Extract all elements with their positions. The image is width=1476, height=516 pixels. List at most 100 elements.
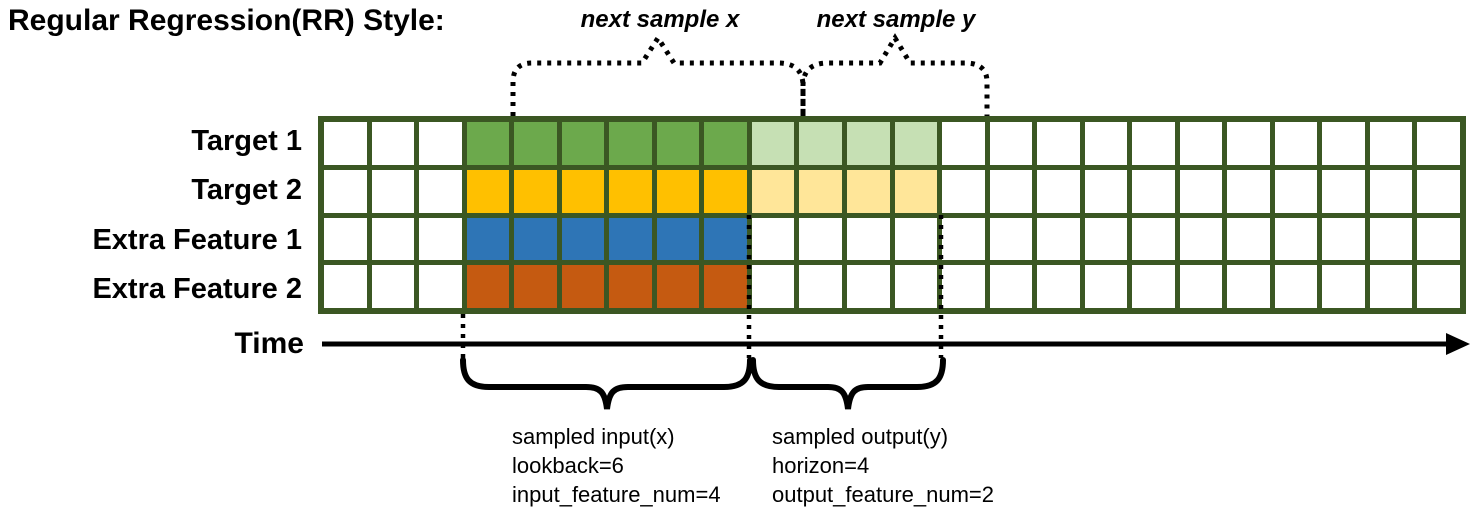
grid-cell	[1417, 265, 1460, 308]
grid-cell	[419, 122, 462, 165]
grid-cell	[1369, 169, 1413, 213]
grid-cell	[371, 169, 415, 213]
sample-grid	[318, 116, 1466, 314]
grid-cell	[942, 265, 985, 308]
grid-cell	[1274, 169, 1318, 213]
grid-cell	[1084, 265, 1128, 308]
grid-cell	[1037, 265, 1080, 308]
grid-cell	[466, 169, 510, 213]
row-label: Target 1	[191, 124, 302, 157]
grid-cell	[799, 265, 842, 308]
grid-cell	[656, 217, 700, 261]
next-sample-x-label: next sample x	[580, 6, 740, 33]
grid-cell	[846, 217, 890, 261]
grid-cell	[704, 169, 747, 213]
grid-cell	[894, 122, 938, 165]
grid-cell	[1037, 169, 1080, 213]
row-label: Extra Feature 2	[92, 273, 302, 306]
output-feature-num-value: output_feature_num=2	[772, 482, 995, 507]
grid-cell	[514, 122, 557, 165]
grid-cell	[1179, 122, 1223, 165]
grid-cell	[989, 169, 1033, 213]
grid-cell	[1132, 122, 1175, 165]
next-sample-y-brace	[800, 33, 990, 116]
grid-cell	[1227, 122, 1270, 165]
grid-cell	[324, 122, 367, 165]
grid-cell	[324, 169, 367, 213]
grid-cell	[942, 169, 985, 213]
row-label: Extra Feature 1	[92, 223, 302, 256]
sampled-input-title: sampled input(x)	[512, 424, 675, 449]
grid-cell	[1179, 217, 1223, 261]
grid-cell	[1084, 217, 1128, 261]
grid-cell	[656, 122, 700, 165]
grid-cell	[419, 217, 462, 261]
grid-cell	[656, 265, 700, 308]
grid-cell	[514, 265, 557, 308]
grid-cell	[942, 217, 985, 261]
grid-cell	[1084, 122, 1128, 165]
grid-cell	[989, 122, 1033, 165]
grid-cell	[1274, 265, 1318, 308]
grid-cell	[846, 265, 890, 308]
grid-cell	[371, 122, 415, 165]
next-sample-y-label: next sample y	[816, 6, 976, 33]
grid-cell	[1132, 169, 1175, 213]
sampled-output-title: sampled output(y)	[772, 424, 949, 449]
grid-cell	[704, 217, 747, 261]
grid-cell	[751, 169, 795, 213]
grid-cell	[466, 122, 510, 165]
grid-cell	[324, 217, 367, 261]
grid-cell	[609, 265, 652, 308]
grid-cell	[1227, 169, 1270, 213]
grid-cell	[1274, 122, 1318, 165]
grid-cell	[656, 169, 700, 213]
grid-cell	[799, 122, 842, 165]
input-feature-num-value: input_feature_num=4	[512, 482, 721, 507]
grid-cell	[561, 265, 605, 308]
sampled-output-brace	[750, 357, 946, 410]
grid-cell	[1179, 169, 1223, 213]
grid-cell	[894, 217, 938, 261]
grid-cell	[609, 217, 652, 261]
grid-cell	[751, 122, 795, 165]
grid-cell	[1322, 122, 1365, 165]
grid-cell	[419, 169, 462, 213]
time-axis-arrow-head	[1446, 333, 1470, 355]
grid-cell	[1274, 217, 1318, 261]
grid-cell	[561, 217, 605, 261]
grid-cell	[799, 169, 842, 213]
lookback-value: lookback=6	[512, 453, 624, 478]
grid-cell	[894, 169, 938, 213]
grid-cell	[894, 265, 938, 308]
grid-cell	[1132, 217, 1175, 261]
grid-cell	[846, 169, 890, 213]
grid-cell	[514, 169, 557, 213]
grid-cell	[1369, 217, 1413, 261]
grid-cell	[1227, 217, 1270, 261]
grid-cell	[751, 265, 795, 308]
grid-cell	[1417, 122, 1460, 165]
grid-cell	[989, 217, 1033, 261]
grid-cell	[799, 217, 842, 261]
grid-cell	[609, 122, 652, 165]
grid-cell	[1132, 265, 1175, 308]
grid-cell	[1322, 217, 1365, 261]
grid-cell	[1037, 122, 1080, 165]
grid-cell	[1084, 169, 1128, 213]
grid-cell	[561, 169, 605, 213]
grid-cell	[846, 122, 890, 165]
grid-cell	[324, 265, 367, 308]
grid-cell	[1037, 217, 1080, 261]
diagram-title: Regular Regression(RR) Style:	[8, 4, 445, 37]
grid-cell	[704, 265, 747, 308]
grid-cell	[704, 122, 747, 165]
grid-cell	[1417, 217, 1460, 261]
grid-cell	[466, 217, 510, 261]
grid-cell	[989, 265, 1033, 308]
grid-cell	[371, 265, 415, 308]
grid-cell	[1322, 265, 1365, 308]
sampled-input-brace	[460, 357, 753, 410]
grid-cell	[371, 217, 415, 261]
